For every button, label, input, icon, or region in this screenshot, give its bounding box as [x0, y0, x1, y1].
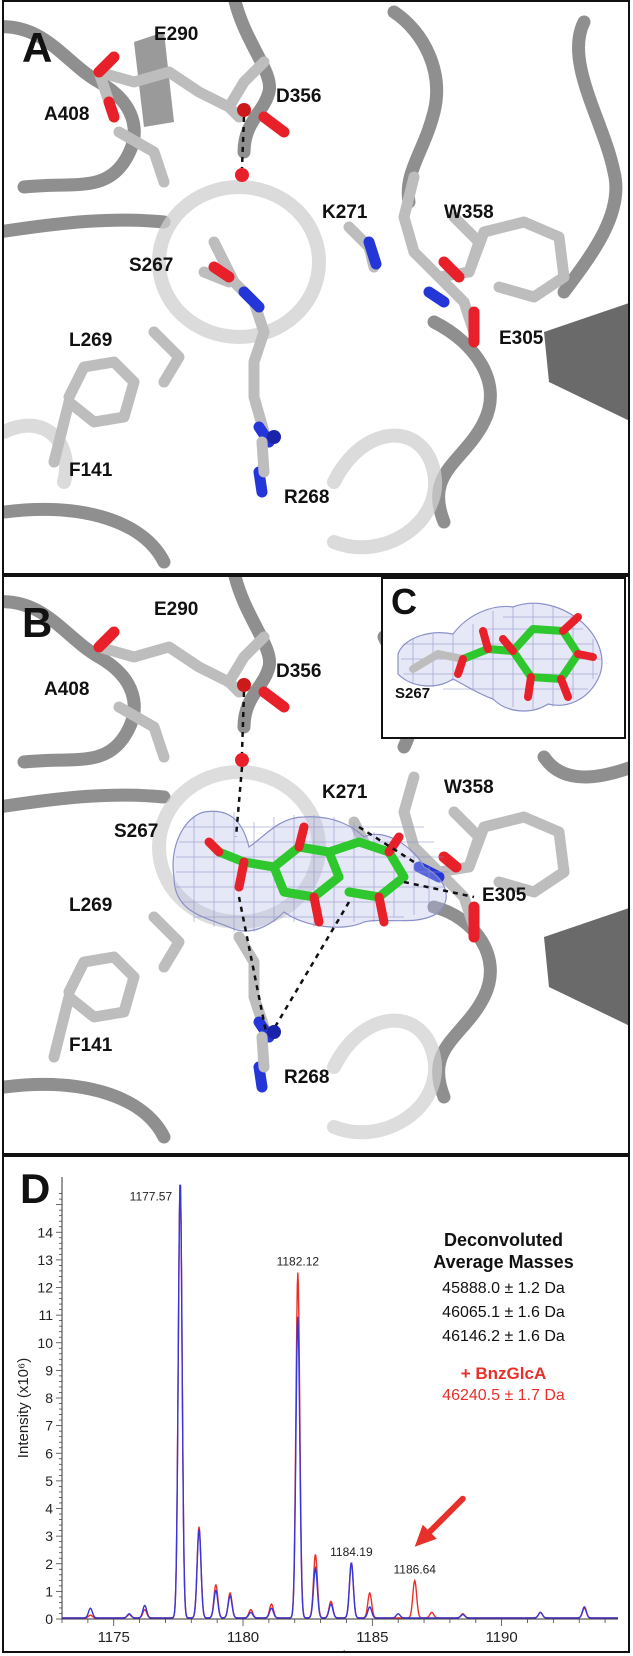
- residue-label-r268: R268: [284, 487, 330, 508]
- y-tick-label: 5: [45, 1473, 53, 1489]
- red-arrow-shaft: [421, 1495, 466, 1540]
- legend-adduct-label: + BnzGlcA: [460, 1364, 547, 1383]
- peak-label: 1186.64: [393, 1563, 436, 1577]
- y-tick-label: 9: [45, 1362, 53, 1378]
- panel-c-molecular-render: [397, 602, 603, 712]
- panel-a-molecular-render: [4, 2, 628, 569]
- y-tick-label: 6: [45, 1445, 53, 1461]
- y-tick-label: 8: [45, 1390, 53, 1406]
- peak-label: 1182.12: [277, 1255, 320, 1269]
- peak-label: 1184.19: [330, 1545, 373, 1559]
- legend-mass-2: 46065.1 ± 1.6 Da: [442, 1304, 565, 1321]
- protein-ribbon: [4, 2, 623, 569]
- y-tick-label: 3: [45, 1528, 53, 1544]
- mass-legend: Deconvoluted Average Masses 45888.0 ± 1.…: [401, 1229, 606, 1407]
- y-tick-label: 12: [37, 1280, 53, 1296]
- residue-label-e305: E305: [499, 328, 544, 349]
- residue-label-l269: L269: [69, 330, 113, 351]
- residue-label-d356: D356: [276, 86, 322, 107]
- residue-label-k271: K271: [322, 202, 368, 223]
- y-tick-label: 13: [37, 1252, 53, 1268]
- panel-a-structure: A E290 D356 A408 K271 W358 S267 E305 L26…: [2, 0, 630, 575]
- residue-label-e290: E290: [154, 24, 199, 45]
- x-tick-label: 1180: [227, 1629, 259, 1646]
- residue-label-f141: F141: [69, 1035, 113, 1056]
- nitrogen-atom: [267, 1025, 281, 1039]
- residue-label-f141: F141: [69, 460, 113, 481]
- residue-label-w358: W358: [444, 777, 494, 798]
- residue-label-w358: W358: [444, 202, 494, 223]
- legend-mass-1: 45888.0 ± 1.2 Da: [442, 1280, 565, 1297]
- water-molecule: [235, 753, 249, 767]
- nitrogen-atom: [267, 430, 281, 444]
- helix-sheet: [544, 908, 628, 1026]
- panel-label-d: D: [20, 1165, 51, 1212]
- panel-b-structure: B E290 D356 A408 K271 W358 S267 E305 L26…: [2, 575, 630, 1155]
- y-axis-label: Intensity (x10⁶): [15, 1358, 32, 1458]
- x-axis-label: m/z: [327, 1649, 353, 1651]
- residue-sticks: [48, 51, 570, 498]
- residue-label-s267: S267: [129, 255, 174, 276]
- serine-stick: [409, 650, 467, 673]
- red-arrow-head: [414, 1524, 437, 1547]
- ligand-oxygens: [454, 613, 597, 701]
- panel-c-inset: C S267: [381, 577, 626, 739]
- legend-title-line1: Deconvoluted: [443, 1230, 563, 1250]
- legend-mass-3: 46146.2 ± 1.6 Da: [442, 1328, 565, 1345]
- residue-label-e305: E305: [482, 885, 527, 906]
- water-molecule: [235, 168, 249, 182]
- peak-label: 1177.57: [130, 1190, 173, 1204]
- panel-label-a: A: [22, 24, 53, 71]
- residue-label-e290: E290: [154, 599, 199, 620]
- mass-spectrum-chart: 012345678910111213141175118011851190m/zI…: [15, 1177, 618, 1651]
- y-tick-label: 14: [37, 1224, 53, 1240]
- panel-d-mass-spectrum: 012345678910111213141175118011851190m/zI…: [2, 1155, 630, 1653]
- residue-label-a408: A408: [44, 104, 90, 125]
- x-tick-label: 1185: [356, 1629, 388, 1646]
- legend-title-line2: Average Masses: [433, 1252, 574, 1272]
- water-molecule: [237, 678, 251, 692]
- y-tick-label: 1: [45, 1583, 53, 1599]
- water-molecule: [237, 103, 251, 117]
- residue-label-r268: R268: [284, 1067, 330, 1088]
- residue-label-l269: L269: [69, 895, 113, 916]
- protein-helix: [4, 180, 443, 555]
- y-tick-label: 0: [45, 1611, 53, 1627]
- ligand-bnzglca: [204, 822, 409, 927]
- legend-adduct-mass: 46240.5 ± 1.7 Da: [442, 1387, 565, 1404]
- panel-label-b: B: [22, 599, 53, 646]
- y-tick-label: 10: [37, 1335, 53, 1351]
- y-tick-label: 2: [45, 1556, 53, 1572]
- spectrum-line-blue: [62, 1184, 618, 1619]
- residue-label-d356: D356: [276, 661, 322, 682]
- residue-label-a408: A408: [44, 679, 90, 700]
- x-tick-label: 1190: [485, 1629, 517, 1646]
- hydrogen-bonds: [234, 691, 475, 1033]
- hydrogen-bond: [240, 116, 246, 169]
- y-tick-label: 11: [38, 1307, 53, 1323]
- y-tick-label: 4: [45, 1501, 53, 1517]
- helix-sheet: [544, 303, 628, 421]
- residue-label-s267: S267: [395, 685, 431, 702]
- panel-label-c: C: [391, 581, 417, 622]
- x-tick-label: 1175: [98, 1629, 130, 1646]
- y-tick-label: 7: [45, 1418, 53, 1434]
- residue-label-k271: K271: [322, 782, 368, 803]
- residue-label-s267: S267: [114, 821, 159, 842]
